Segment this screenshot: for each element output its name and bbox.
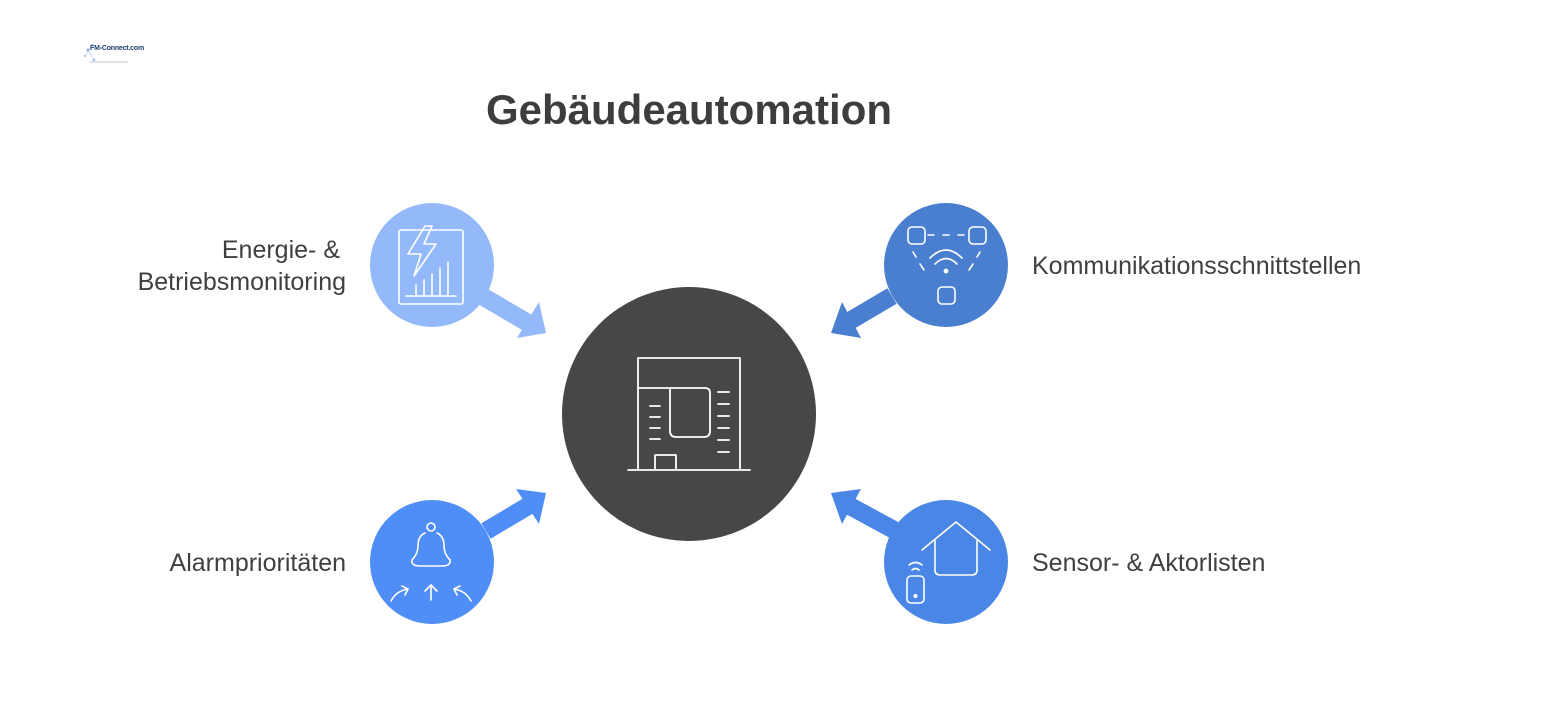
- logo-text[interactable]: FM-Connect.com: [90, 45, 144, 52]
- sensor-label: Sensor- & Aktorlisten: [1032, 549, 1266, 577]
- energy-report-icon: [398, 225, 464, 305]
- arrow-alarm: [481, 489, 546, 539]
- alarm-bell-icon: [390, 522, 472, 602]
- energy-node-circle[interactable]: [370, 203, 494, 327]
- smart-home-icon: [906, 521, 991, 604]
- network-wifi-icon: [907, 226, 987, 305]
- alarm-label: Alarmprioritäten: [169, 549, 346, 577]
- arrow-communication: [831, 288, 897, 338]
- fm-connect-logo-icon: [84, 44, 128, 63]
- alarm-node-circle[interactable]: [370, 500, 494, 624]
- arrow-energy: [477, 288, 546, 338]
- sensor-node-circle[interactable]: [884, 500, 1008, 624]
- energy-label-line1: Energie- &: [221, 236, 340, 264]
- center-circle: [562, 287, 816, 541]
- page-title: Gebäudeautomation: [485, 86, 893, 133]
- energy-label: Energie- & Betriebsmonitoring: [60, 234, 346, 298]
- arrow-sensor: [831, 489, 899, 538]
- energy-label-line2: Betriebsmonitoring: [137, 268, 346, 296]
- communication-label: Kommunikationsschnittstellen: [1032, 252, 1362, 280]
- communication-node-circle[interactable]: [884, 203, 1008, 327]
- building-icon: [627, 357, 751, 471]
